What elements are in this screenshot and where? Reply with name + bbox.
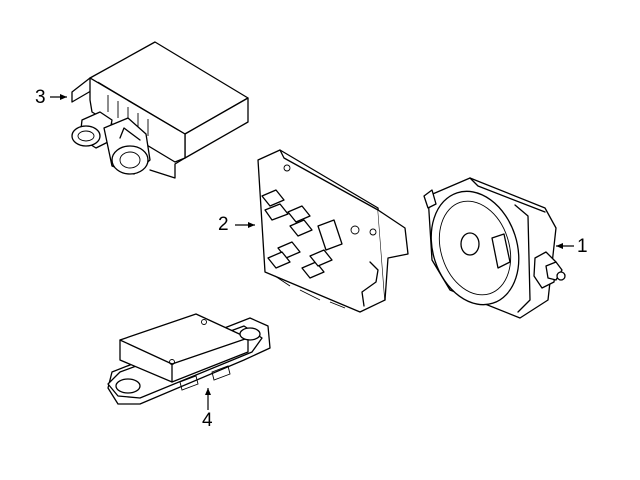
callout-number-3: 3 <box>35 87 46 108</box>
relay-box-part <box>71 41 249 179</box>
control-module-part <box>257 149 409 313</box>
sensor-module-part <box>423 177 566 319</box>
callout-number-2: 2 <box>218 214 229 235</box>
impact-sensor-part <box>107 313 271 405</box>
callout-number-1: 1 <box>577 236 588 257</box>
callout-number-4: 4 <box>202 410 213 431</box>
